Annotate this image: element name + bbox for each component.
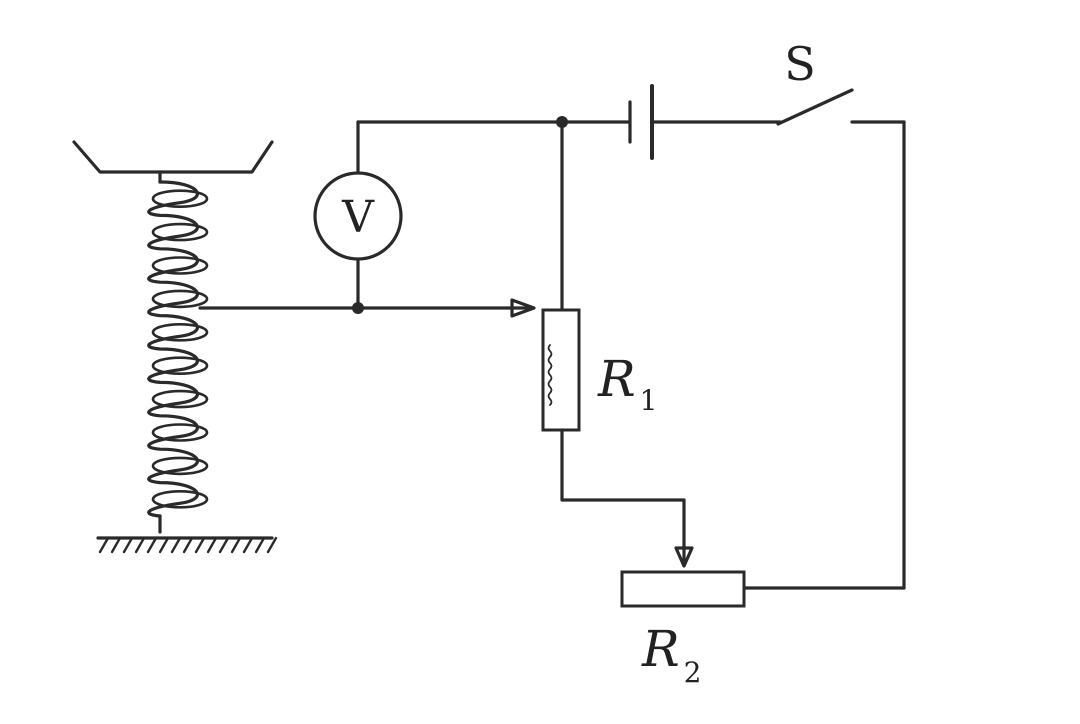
r1-to-r2-wire bbox=[560, 428, 694, 568]
r2-label: R 2 bbox=[641, 620, 701, 689]
resistor-r1: R 1 bbox=[541, 308, 657, 432]
voltmeter-label: V bbox=[341, 192, 375, 243]
r1-label: R 1 bbox=[597, 350, 657, 417]
voltmeter-branch bbox=[352, 120, 562, 314]
spring-pan bbox=[72, 140, 274, 174]
ground-support bbox=[96, 536, 278, 554]
resistor-r2: R 2 bbox=[620, 570, 746, 689]
switch-s: S bbox=[776, 37, 906, 126]
slider-wire bbox=[198, 298, 536, 318]
voltmeter: V bbox=[313, 171, 403, 261]
battery bbox=[560, 84, 782, 160]
switch-label: S bbox=[784, 37, 816, 91]
right-wire bbox=[742, 120, 906, 590]
spring-coil bbox=[147, 170, 209, 534]
